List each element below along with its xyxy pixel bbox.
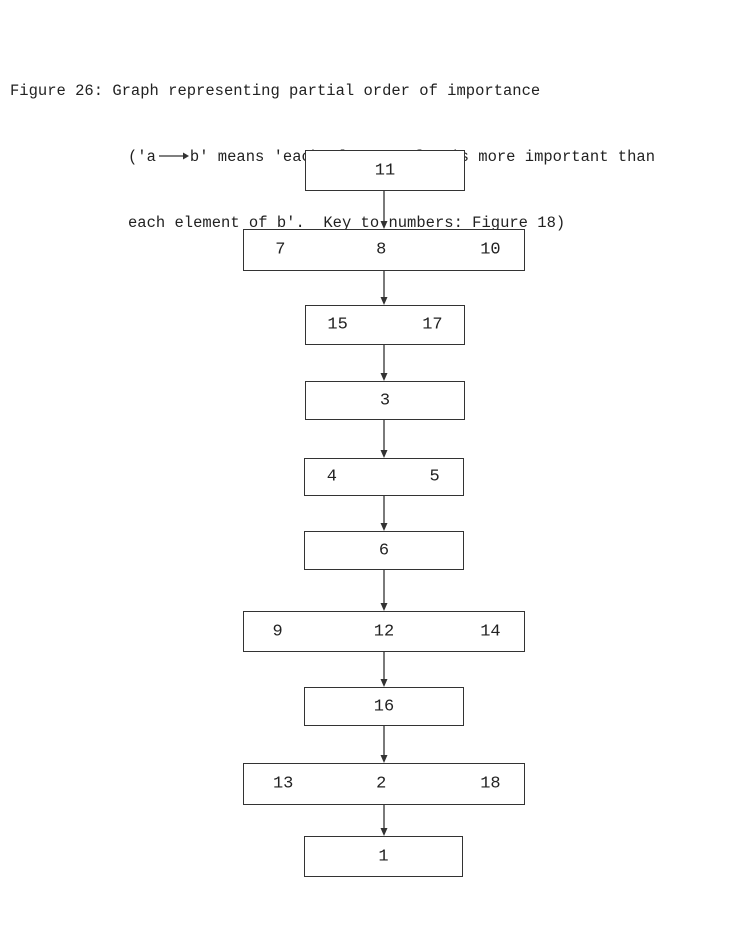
- arrowhead-icon: [380, 450, 388, 458]
- caption-text: each element of: [128, 214, 277, 232]
- node-number: 14: [480, 622, 501, 641]
- edge-arrow: [380, 496, 388, 531]
- caption-line-3: each element of b'. Key to numbers: Figu…: [10, 212, 655, 234]
- node-9-12-14: 9 12 14: [243, 611, 525, 652]
- node-number: 9: [272, 622, 283, 641]
- edge-arrow: [380, 191, 388, 229]
- node-number: 5: [429, 467, 440, 487]
- arrowhead-icon: [380, 373, 388, 381]
- caption-text: ('a: [128, 148, 156, 166]
- node-number: 4: [326, 467, 337, 487]
- arrow-icon: [156, 152, 190, 162]
- node-6: 6: [304, 531, 464, 570]
- node-number: 11: [374, 161, 396, 180]
- arrowhead-icon: [380, 755, 388, 763]
- node-7-8-10: 7 8 10: [243, 229, 525, 271]
- caption-text: '. Key to numbers: Figure 18): [286, 214, 566, 232]
- node-number: 15: [327, 315, 348, 335]
- node-number: 8: [376, 240, 387, 260]
- node-number: 12: [373, 622, 395, 641]
- node-number: 3: [379, 391, 391, 410]
- node-16: 16: [304, 687, 464, 726]
- node-number: 6: [378, 541, 390, 560]
- arrowhead-icon: [380, 679, 388, 687]
- edge-arrow: [380, 726, 388, 763]
- node-number: 18: [480, 774, 501, 794]
- edge-arrow: [380, 345, 388, 381]
- caption-line-1: Figure 26: Graph representing partial or…: [10, 80, 655, 102]
- node-number: 17: [422, 315, 443, 335]
- node-number: 13: [272, 774, 294, 794]
- figure-label: Figure 26:: [10, 82, 104, 100]
- node-13-2-18: 13 2 18: [243, 763, 525, 805]
- edge-arrow: [380, 652, 388, 687]
- node-number: 1: [378, 847, 389, 866]
- arrowhead-icon: [380, 828, 388, 836]
- node-1: 1: [304, 836, 463, 877]
- node-11: 11: [305, 150, 465, 191]
- edge-arrow: [380, 420, 388, 458]
- edge-arrow: [380, 805, 388, 836]
- node-number: 16: [373, 697, 395, 716]
- caption-title: Graph representing partial order of impo…: [112, 82, 541, 100]
- arrowhead-icon: [380, 221, 388, 229]
- edge-arrow: [380, 570, 388, 611]
- node-number: 7: [275, 240, 286, 260]
- arrowhead-icon: [380, 297, 388, 305]
- edge-arrow: [380, 271, 388, 305]
- caption-underlined-b: b: [276, 214, 287, 232]
- node-3: 3: [305, 381, 465, 420]
- node-number: 10: [480, 240, 501, 260]
- arrowhead-icon: [380, 603, 388, 611]
- node-number: 2: [376, 774, 387, 794]
- arrowhead-icon: [380, 523, 388, 531]
